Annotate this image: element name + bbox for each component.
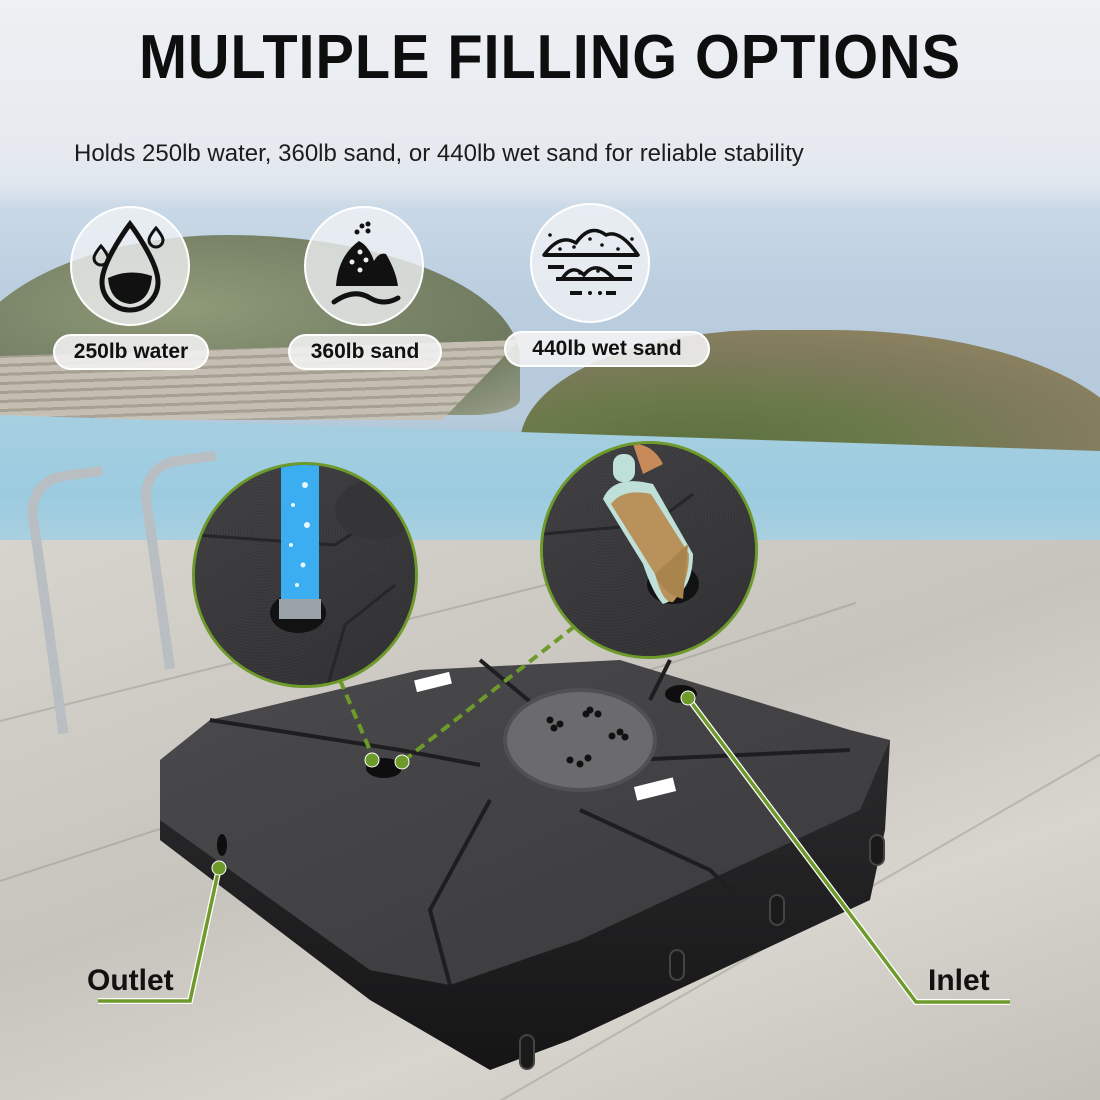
- page-subtitle: Holds 250lb water, 360lb sand, or 440lb …: [74, 140, 804, 167]
- option-sand-label: 360lb sand: [288, 334, 442, 370]
- wet-sand-icon: [540, 223, 640, 303]
- water-fill-detail: [192, 462, 418, 688]
- page-title: MULTIPLE FILLING OPTIONS: [138, 23, 962, 92]
- option-water-badge: [70, 206, 190, 326]
- sand-pile-icon: [324, 216, 404, 316]
- umbrella-base-product: [150, 640, 950, 1090]
- option-wet-sand-label: 440lb wet sand: [504, 331, 710, 367]
- option-sand-badge: [304, 206, 424, 326]
- option-wet-sand-badge: [530, 203, 650, 323]
- water-stream: [281, 465, 319, 605]
- option-water-label: 250lb water: [53, 334, 209, 370]
- outlet-label: Outlet: [87, 964, 174, 997]
- sand-fill-detail: [540, 441, 758, 659]
- water-drop-icon: [90, 216, 170, 316]
- inlet-label: Inlet: [928, 964, 990, 997]
